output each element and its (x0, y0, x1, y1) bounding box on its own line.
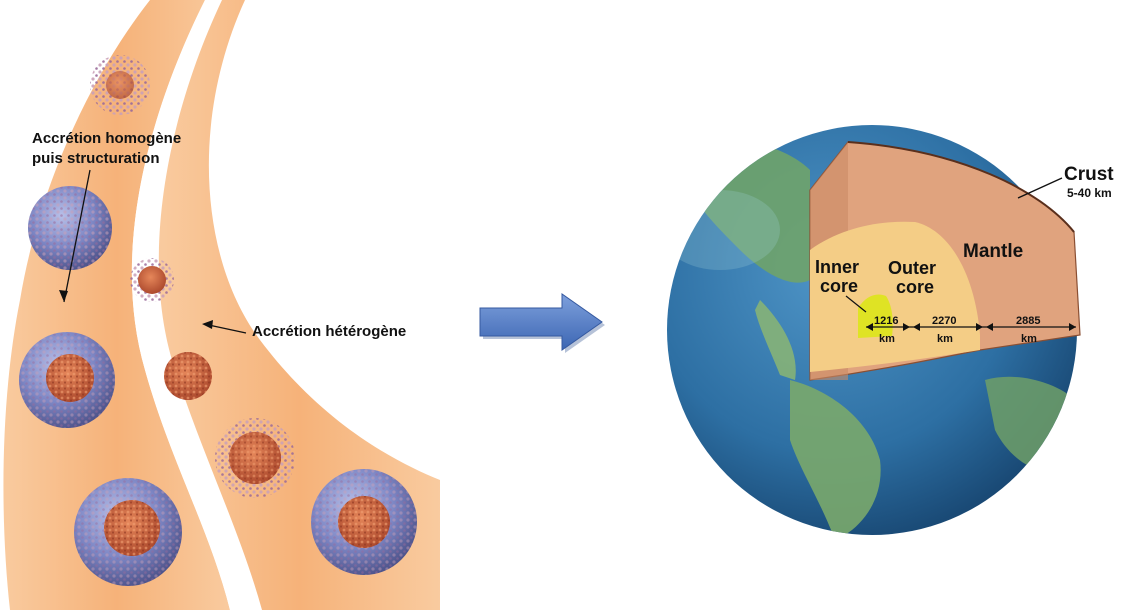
heterogeneous-cluster-2 (215, 418, 295, 498)
inner-core-thickness: 1216 (874, 315, 898, 327)
dust-cloud-top (90, 55, 150, 115)
homogeneous-label-line2: puis structuration (32, 150, 160, 167)
outer-core-label-line1: Outer (888, 258, 936, 278)
homogeneous-planetesimal-2 (19, 332, 115, 428)
crust-pointer (1018, 178, 1062, 198)
earth-cutaway: Mantle Outer core Inner core Crust 5-40 … (660, 125, 1114, 540)
mantle-label: Mantle (963, 241, 1023, 262)
outer-core-thickness: 2270 (932, 315, 956, 327)
transition-arrow (480, 294, 605, 353)
crust-range: 5-40 km (1067, 186, 1112, 200)
inner-core-label-line1: Inner (815, 257, 859, 277)
inner-core-thickness-unit: km (879, 333, 895, 345)
outer-core-thickness-unit: km (937, 333, 953, 345)
homogeneous-planetesimal-3 (74, 478, 182, 586)
inner-core-label-line2: core (820, 276, 858, 296)
heterogeneous-planetesimal-1 (164, 352, 212, 400)
heterogeneous-label: Accrétion hétérogène (252, 323, 406, 340)
crust-label: Crust (1064, 164, 1114, 185)
mantle-thickness: 2885 (1016, 315, 1040, 327)
outer-core-label-line2: core (896, 277, 934, 297)
heterogeneous-planetesimal-2 (311, 469, 417, 575)
heterogeneous-cluster-1 (130, 258, 174, 302)
homogeneous-label-line1: Accrétion homogène (32, 130, 181, 147)
homogeneous-planetesimal-1 (28, 186, 112, 270)
accretion-panel: Accrétion homogène puis structuration Ac… (0, 0, 440, 610)
mantle-thickness-unit: km (1021, 333, 1037, 345)
